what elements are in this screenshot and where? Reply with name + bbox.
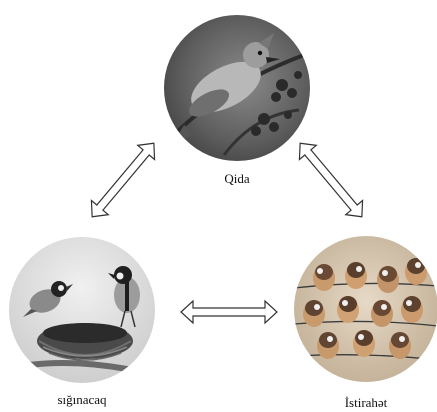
arrow-food-rest <box>298 142 364 218</box>
shelter-photo <box>9 237 155 383</box>
arrow-shelter-rest <box>180 299 278 325</box>
rest-label: İstirahət <box>344 395 388 410</box>
shelter-label: sığınacaq <box>57 392 107 407</box>
arrow-food-shelter <box>90 142 156 218</box>
rest-photo <box>294 236 437 382</box>
food-label: Qida <box>224 171 250 186</box>
food-photo <box>164 15 310 161</box>
